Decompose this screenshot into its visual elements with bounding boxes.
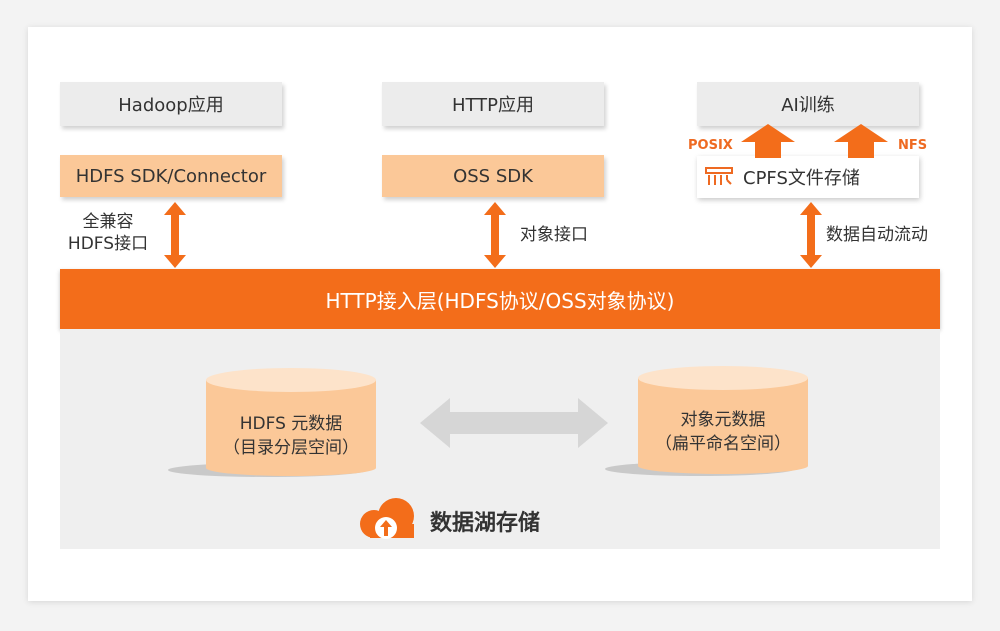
hdfs-metadata-cylinder xyxy=(168,368,376,477)
http-access-layer-label: HTTP接入层(HDFS协议/OSS对象协议) xyxy=(325,288,675,313)
hdfs-metadata-line2: （目录分层空间） xyxy=(223,438,359,458)
hdfs-compat-line2: HDFS接口 xyxy=(67,234,149,254)
posix-label: POSIX xyxy=(688,138,733,153)
oss-double-arrow-icon xyxy=(484,202,506,268)
hadoop-app-label: Hadoop应用 xyxy=(118,95,224,116)
data-flow-label: 数据自动流动 xyxy=(826,225,928,245)
hdfs-metadata-text: HDFS 元数据 （目录分层空间） xyxy=(206,412,376,460)
hadoop-app-box: Hadoop应用 xyxy=(60,82,282,126)
bidirectional-arrow-icon xyxy=(420,398,608,448)
object-metadata-line1: 对象元数据 xyxy=(680,410,766,430)
cloud-upload-icon xyxy=(360,498,414,539)
object-api-label: 对象接口 xyxy=(520,225,588,245)
cpfs-box: CPFS文件存储 xyxy=(697,156,919,198)
posix-up-arrow-icon xyxy=(741,124,795,158)
http-app-label: HTTP应用 xyxy=(451,95,535,116)
cpfs-label: CPFS文件存储 xyxy=(743,168,860,189)
oss-sdk-box: OSS SDK xyxy=(382,155,604,197)
hdfs-double-arrow-icon xyxy=(164,202,186,268)
object-metadata-line2: （扁平命名空间） xyxy=(655,434,791,454)
hdfs-sdk-box: HDFS SDK/Connector xyxy=(60,155,282,197)
object-metadata-text: 对象元数据 （扁平命名空间） xyxy=(638,408,808,456)
hdfs-sdk-label: HDFS SDK/Connector xyxy=(75,165,267,187)
nfs-label: NFS xyxy=(898,138,928,153)
nfs-up-arrow-icon xyxy=(834,124,888,158)
cpfs-double-arrow-icon xyxy=(800,202,822,268)
hdfs-metadata-line1: HDFS 元数据 xyxy=(239,414,343,434)
object-metadata-cylinder xyxy=(605,366,808,476)
ai-training-label: AI训练 xyxy=(781,95,835,116)
hdfs-compat-line1: 全兼容 xyxy=(82,212,134,232)
hdfs-compat-label: 全兼容 HDFS接口 xyxy=(60,211,156,255)
http-access-layer: HTTP接入层(HDFS协议/OSS对象协议) xyxy=(60,269,940,329)
ai-training-box: AI训练 xyxy=(697,82,919,126)
data-lake-title: 数据湖存储 xyxy=(430,511,541,536)
http-app-box: HTTP应用 xyxy=(382,82,604,126)
oss-sdk-label: OSS SDK xyxy=(453,165,533,187)
cpfs-icon xyxy=(705,167,733,185)
